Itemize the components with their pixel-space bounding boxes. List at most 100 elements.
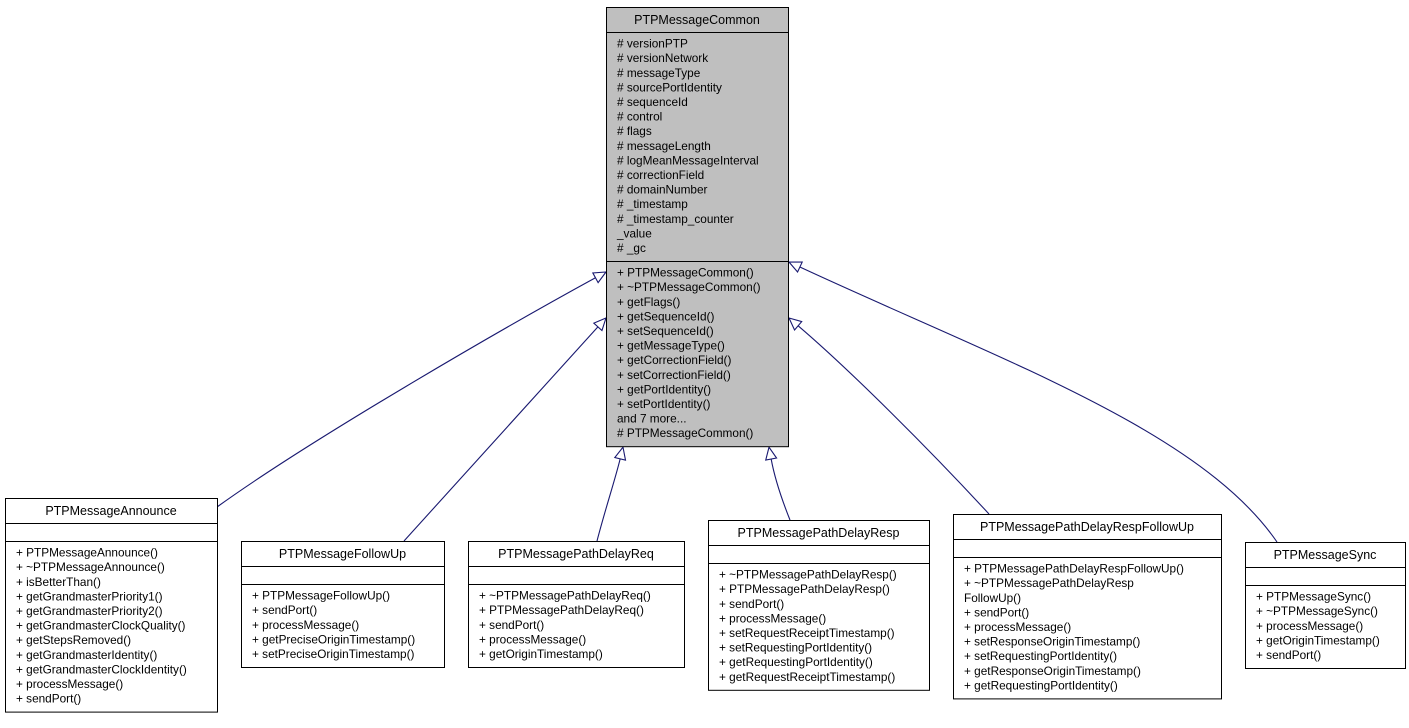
attribute-item: # versionPTP xyxy=(617,37,688,51)
inheritance-arrowhead-icon xyxy=(765,445,778,461)
class-name: PTPMessagePathDelayResp xyxy=(738,526,900,540)
attribute-item: # control xyxy=(617,110,662,124)
method-item: + getGrandmasterClockQuality() xyxy=(16,619,186,633)
methods-section: + PTPMessageCommon()+ ~PTPMessageCommon(… xyxy=(617,266,761,441)
method-item: + ~PTPMessageAnnounce() xyxy=(16,560,165,574)
methods-section: + PTPMessageSync()+ ~PTPMessageSync()+ p… xyxy=(1256,590,1380,662)
attribute-item: # logMeanMessageInterval xyxy=(617,153,759,167)
class-box-frame xyxy=(708,520,930,691)
inheritance-arrowhead-icon xyxy=(592,317,607,332)
attribute-item: # domainNumber xyxy=(617,183,708,197)
method-item: + PTPMessageAnnounce() xyxy=(16,546,158,560)
method-item: + ~PTPMessagePathDelayResp xyxy=(964,576,1134,590)
attribute-item: # messageLength xyxy=(617,139,711,153)
method-item: + ~PTPMessageSync() xyxy=(1256,604,1378,618)
method-item: + PTPMessageSync() xyxy=(1256,590,1371,604)
methods-section: + ~PTPMessagePathDelayResp()+ PTPMessage… xyxy=(719,568,897,684)
method-item: + setRequestingPortIdentity() xyxy=(719,641,872,655)
class-box-ptpmessage-announce[interactable]: PTPMessageAnnounce + PTPMessageAnnounce()… xyxy=(5,498,218,713)
attribute-item: # correctionField xyxy=(617,168,704,182)
inheritance-edge-ptpmessage-path-delay-resp xyxy=(765,445,791,521)
method-item: + getGrandmasterClockIdentity() xyxy=(16,662,187,676)
method-item: + ~PTPMessageCommon() xyxy=(617,280,761,294)
inheritance-edge-ptpmessage-path-delay-resp-follow-up xyxy=(787,317,990,515)
edge-line xyxy=(799,266,1278,543)
methods-section: + ~PTPMessagePathDelayReq()+ PTPMessageP… xyxy=(479,589,651,661)
class-name: PTPMessageSync xyxy=(1274,548,1377,562)
method-item: + setRequestingPortIdentity() xyxy=(964,649,1117,663)
edge-line xyxy=(596,458,621,542)
method-item: + getFlags() xyxy=(617,295,680,309)
edge-line xyxy=(403,326,599,542)
inheritance-arrowhead-icon xyxy=(787,317,803,331)
method-item: + PTPMessagePathDelayReq() xyxy=(479,603,644,617)
class-box-frame xyxy=(5,498,218,713)
attribute-item: # _gc xyxy=(617,241,646,255)
class-name: PTPMessageAnnounce xyxy=(45,504,176,518)
class-box-frame xyxy=(241,541,445,668)
attribute-item: # messageType xyxy=(617,66,701,80)
edge-line xyxy=(216,277,596,508)
methods-section: + PTPMessageFollowUp()+ sendPort()+ proc… xyxy=(252,589,415,661)
attribute-item: _value xyxy=(616,226,652,240)
attribute-item: # _timestamp_counter xyxy=(617,212,734,226)
class-name: PTPMessagePathDelayReq xyxy=(498,547,654,561)
class-box-ptpmessage-path-delay-resp[interactable]: PTPMessagePathDelayResp + ~PTPMessagePath… xyxy=(708,520,930,691)
class-box-ptpmessage-path-delay-resp-follow-up[interactable]: PTPMessagePathDelayRespFollowUp+ PTPMess… xyxy=(953,514,1222,700)
method-item: + getMessageType() xyxy=(617,339,725,353)
method-item: + setCorrectionField() xyxy=(617,368,731,382)
method-item: + sendPort() xyxy=(1256,648,1321,662)
method-item: + ~PTPMessagePathDelayReq() xyxy=(479,589,651,603)
method-item: + sendPort() xyxy=(964,605,1029,619)
class-name: PTPMessageCommon xyxy=(634,13,760,27)
inheritance-arrowhead-icon xyxy=(787,261,804,274)
method-item: + processMessage() xyxy=(252,618,359,632)
inheritance-arrowhead-icon xyxy=(613,445,627,461)
method-item: + getRequestingPortIdentity() xyxy=(964,678,1118,692)
method-item: + getRequestReceiptTimestamp() xyxy=(719,670,895,684)
method-item: + PTPMessageFollowUp() xyxy=(252,589,390,603)
class-box-ptpmessage-common[interactable]: PTPMessageCommon # versionPTP# versionNet… xyxy=(606,7,789,448)
method-item: + getGrandmasterIdentity() xyxy=(16,648,157,662)
edge-line xyxy=(797,325,990,515)
method-item: + setPortIdentity() xyxy=(617,397,711,411)
attribute-item: # versionNetwork xyxy=(617,51,708,65)
attribute-item: # sourcePortIdentity xyxy=(617,80,722,94)
method-item: + processMessage() xyxy=(719,611,826,625)
inheritance-arrowhead-icon xyxy=(591,271,608,284)
inheritance-edge-ptpmessage-announce xyxy=(216,271,608,508)
class-box-ptpmessage-sync[interactable]: PTPMessageSync + PTPMessageSync()+ ~PTPMe… xyxy=(1245,542,1406,669)
method-item: # PTPMessageCommon() xyxy=(617,426,753,440)
method-item: + processMessage() xyxy=(1256,619,1363,633)
method-item: + sendPort() xyxy=(479,618,544,632)
class-box-frame xyxy=(1245,542,1406,669)
method-item: + getStepsRemoved() xyxy=(16,633,131,647)
method-item: + processMessage() xyxy=(964,620,1071,634)
method-item: + PTPMessagePathDelayResp() xyxy=(719,582,890,596)
methods-section: + PTPMessagePathDelayRespFollowUp()+ ~PT… xyxy=(964,562,1184,693)
method-item: + getPortIdentity() xyxy=(617,382,711,396)
method-item: + setSequenceId() xyxy=(617,324,714,338)
class-box-ptpmessage-follow-up[interactable]: PTPMessageFollowUp + PTPMessageFollowUp()… xyxy=(241,541,445,668)
method-item: + sendPort() xyxy=(16,692,81,706)
class-name: PTPMessageFollowUp xyxy=(279,547,406,561)
attribute-item: # _timestamp xyxy=(617,197,688,211)
class-box-ptpmessage-path-delay-req[interactable]: PTPMessagePathDelayReq + ~PTPMessagePathD… xyxy=(468,541,685,668)
class-boxes: PTPMessageCommon # versionPTP# versionNet… xyxy=(5,7,1406,713)
method-item: + setResponseOriginTimestamp() xyxy=(964,635,1140,649)
method-item: + getPreciseOriginTimestamp() xyxy=(252,632,415,646)
methods-section: + PTPMessageAnnounce()+ ~PTPMessageAnnou… xyxy=(16,546,187,706)
method-item: + isBetterThan() xyxy=(16,575,101,589)
method-item: + PTPMessageCommon() xyxy=(617,266,754,280)
method-item: + PTPMessagePathDelayRespFollowUp() xyxy=(964,562,1184,576)
inheritance-edge-ptpmessage-path-delay-req xyxy=(596,445,627,542)
method-item: + sendPort() xyxy=(252,603,317,617)
method-item: + processMessage() xyxy=(16,677,123,691)
class-box-frame xyxy=(468,541,685,668)
class-box-frame xyxy=(953,514,1222,700)
method-item: + setRequestReceiptTimestamp() xyxy=(719,626,895,640)
inheritance-edges xyxy=(216,261,1278,543)
method-item: FollowUp() xyxy=(964,591,1021,605)
attribute-item: # sequenceId xyxy=(617,95,688,109)
